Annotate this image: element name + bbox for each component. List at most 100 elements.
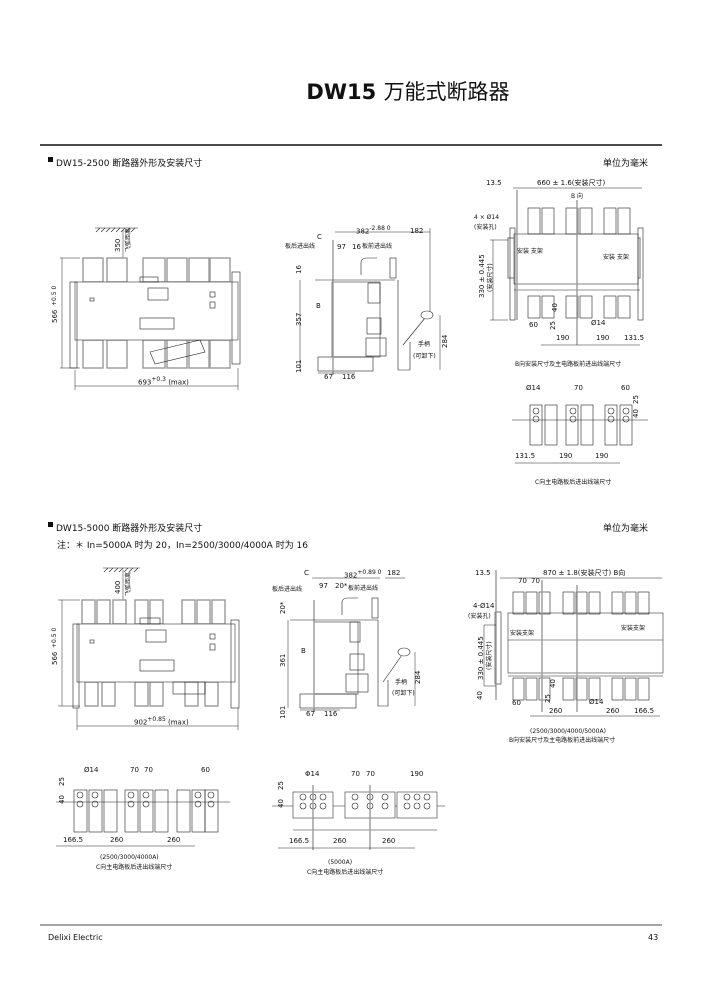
width-dim: 902+0.85 (max) (134, 717, 189, 726)
bullet-icon (48, 157, 53, 162)
rear-wiring-label: 板后进出线 (285, 243, 316, 250)
dim-67: 67 (324, 373, 333, 381)
c-view-caption: C向主电路板后进出线端尺寸 (535, 479, 612, 486)
pitch-3: 260 (382, 837, 396, 845)
c-label: C (304, 569, 309, 577)
dim-25: 25 (632, 395, 640, 404)
dim-70: 70 (518, 577, 527, 585)
dim-182: 182 (387, 569, 401, 577)
dim-40: 40 (551, 303, 559, 312)
section1-unit: 单位为毫米 (603, 159, 649, 169)
arc-label: 飞弧距离 (125, 571, 132, 596)
mount-holes: 4-Ø14 (473, 602, 495, 610)
c-view-caption-models: (5000A) (328, 859, 353, 866)
title-name: 万能式断路器 (383, 80, 510, 104)
width-suffix: (max) (168, 718, 189, 727)
dim-60: 60 (201, 766, 210, 774)
section2-unit: 单位为毫米 (603, 524, 649, 534)
front-wiring-label: 板前进出线 (348, 585, 379, 592)
dim-190: 190 (410, 770, 424, 778)
pitch-1: 166.5 (289, 837, 310, 845)
pitch-3: 190 (595, 452, 609, 460)
c-view-caption-models: (2500/3000/4000A) (100, 854, 159, 861)
bracket-left: 安装 支架 (517, 248, 543, 255)
mount-height: 330 ± 0.445 (478, 254, 486, 298)
mount-width: 660 ± 1.6(安装尺寸) (537, 179, 606, 187)
dim-v16: 16 (295, 265, 303, 274)
b-view-5000 (483, 570, 664, 717)
pitch-2: 190 (596, 334, 610, 342)
dia-14: Φ14 (305, 770, 320, 778)
dim-70: 70 (351, 770, 360, 778)
width-suffix: (max) (168, 378, 189, 387)
arc-distance: 350 (114, 238, 122, 252)
c-view-2500 (512, 404, 648, 464)
dim-v20: 20* (279, 601, 287, 614)
mount-holes-note: (安装孔) (474, 224, 497, 231)
mount-holes-note: (安装孔) (468, 613, 491, 620)
c-label: C (317, 233, 322, 241)
dia-14: Ø14 (84, 766, 99, 774)
pitch-3: 131.5 (624, 334, 645, 342)
dim-40: 40 (277, 799, 285, 808)
dim-40: 40 (476, 691, 484, 700)
dim-101: 101 (295, 359, 303, 373)
section1-heading: DW15-2500 断路器外形及安装尺寸 (56, 159, 203, 169)
width-dim: 693+0.3 (max) (138, 377, 189, 386)
title-model: DW15 (306, 80, 377, 104)
dim-60: 60 (512, 699, 521, 707)
dim-70: 70 (574, 384, 583, 392)
footer-brand: Delixi Electric (48, 933, 103, 942)
pitch-2: 260 (110, 836, 124, 844)
b-label: B (316, 302, 321, 310)
width-tol: +0.3 (151, 376, 166, 383)
depth-dim: 382+0.89 0 (344, 570, 382, 579)
side-view-2500 (299, 228, 441, 375)
dim-20: 20* (335, 582, 348, 590)
dim-16: 16 (352, 243, 361, 251)
front-view-5000 (58, 567, 240, 730)
height-dim: 566 (51, 651, 59, 665)
pitch-1: 131.5 (515, 452, 536, 460)
bracket-right: 安装支架 (621, 625, 646, 632)
height-dim: 566 (51, 309, 59, 323)
dim-361: 361 (279, 653, 287, 667)
width-value: 693 (138, 378, 152, 387)
bracket-right: 安装 支架 (603, 254, 629, 261)
mount-height-note: (安装尺寸) (487, 263, 494, 292)
b-direction: B 向 (571, 193, 584, 200)
dim-101: 101 (279, 705, 287, 719)
mount-height-note: (安装尺寸) (486, 641, 493, 670)
dim-25: 25 (549, 321, 557, 330)
pitch-1: 260 (549, 707, 563, 715)
width-value: 902 (134, 718, 148, 727)
dim-284: 284 (441, 334, 449, 348)
handle-label: 手柄 (418, 341, 431, 348)
side-view-5000 (287, 577, 416, 712)
section2-note: 注：＊ In=5000A 时为 20，In=2500/3000/4000A 时为… (57, 541, 309, 551)
height-tol: +0.5 0 (51, 285, 58, 306)
dim-97: 97 (319, 582, 328, 590)
c-view-caption: C向主电路板后进出线端尺寸 (96, 864, 173, 871)
dim-25: 25 (58, 777, 66, 786)
front-view-2500 (60, 227, 241, 390)
c-view-5000-b (272, 785, 445, 850)
b-label: B (301, 647, 306, 655)
b-view-caption-models: (2500/3000/4000/5000A) (530, 728, 606, 735)
dia-14: Ø14 (591, 319, 606, 327)
dim-182: 182 (410, 227, 424, 235)
pitch-3: 260 (167, 836, 181, 844)
dim-40: 40 (549, 679, 557, 688)
dim-284: 284 (414, 670, 422, 684)
c-view-caption: C向主电路板后进出线端尺寸 (307, 869, 384, 876)
dia-14: Ø14 (526, 384, 541, 392)
pitch-3: 166.5 (634, 707, 655, 715)
mount-holes: 4 × Ø14 (474, 214, 500, 221)
removable-label: (可卸下) (413, 353, 436, 360)
mount-height: 330 ± 0.445 (477, 636, 485, 680)
b-view-2500 (490, 187, 644, 346)
pitch-1: 190 (556, 334, 570, 342)
dim-357: 357 (295, 312, 303, 326)
